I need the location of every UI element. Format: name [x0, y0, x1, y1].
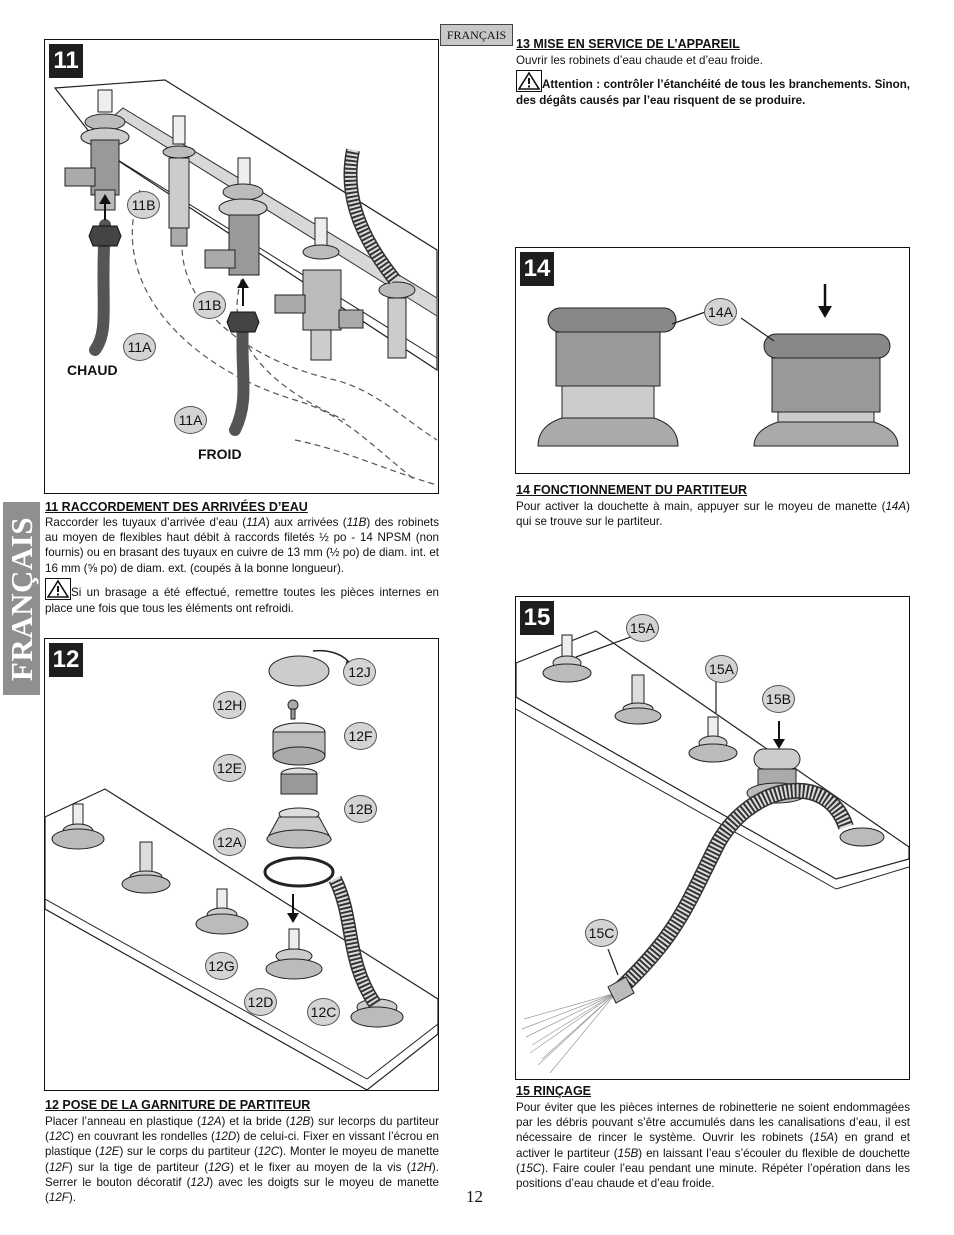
section-11-warning: Si un brasage a été effectué, remettre t… — [45, 578, 439, 617]
label-chaud: CHAUD — [67, 362, 118, 378]
figure-number: 14 — [520, 252, 554, 286]
callout-12j: 12J — [343, 658, 376, 686]
callout-12g: 12G — [205, 952, 238, 980]
side-language-tab: FRANÇAIS — [3, 502, 40, 695]
callout-12b: 12B — [344, 795, 377, 823]
page-number: 12 — [466, 1187, 483, 1206]
figure-11: 11 — [44, 39, 439, 494]
section-12-paragraph: Placer l’anneau en plastique (12A) et la… — [45, 1115, 439, 1205]
figure-number: 12 — [49, 643, 83, 677]
figure-14-illustration — [537, 284, 899, 447]
section-11-paragraph: Raccorder les tuyaux d’arrivée d’eau (11… — [45, 516, 439, 575]
callout-14a: 14A — [704, 298, 737, 326]
warning-icon — [516, 70, 542, 92]
figure-number: 11 — [49, 44, 83, 78]
callout-15a-left: 15A — [626, 614, 659, 642]
callout-12d: 12D — [244, 988, 277, 1016]
callout-11a-left: 11A — [123, 333, 156, 361]
callout-11a-right: 11A — [174, 406, 207, 434]
section-13-paragraph: Ouvrir les robinets d’eau chaude et d’ea… — [516, 54, 763, 67]
figure-number: 15 — [520, 601, 554, 635]
figure-12: 12 — [44, 638, 439, 1091]
section-12-title: 12 POSE DE LA GARNITURE DE PARTITEUR — [45, 1098, 311, 1112]
callout-15c: 15C — [585, 919, 618, 947]
section-15-paragraph: Pour éviter que les pièces internes de r… — [516, 1101, 910, 1191]
callout-12a: 12A — [213, 828, 246, 856]
callout-11b-mid: 11B — [193, 291, 226, 319]
callout-12e: 12E — [213, 754, 246, 782]
figure-12-illustration — [45, 649, 438, 1090]
callout-15a-mid: 15A — [705, 655, 738, 683]
section-13-warning: Attention : contrôler l’étanchéité de to… — [516, 70, 910, 109]
callout-12h: 12H — [213, 691, 246, 719]
side-language-label: FRANÇAIS — [3, 516, 39, 681]
callout-15b: 15B — [762, 685, 795, 713]
callout-12f: 12F — [344, 722, 377, 750]
label-froid: FROID — [198, 446, 242, 462]
section-15-title: 15 RINÇAGE — [516, 1084, 592, 1098]
section-11-title: 11 RACCORDEMENT DES ARRIVÉES D’EAU — [45, 500, 308, 514]
figure-14: 14 14A — [515, 247, 910, 474]
warning-icon — [45, 578, 71, 600]
figure-15-illustration — [516, 630, 909, 1074]
callout-12c: 12C — [307, 998, 340, 1026]
figure-11-illustration — [53, 79, 438, 486]
callout-11b-top: 11B — [127, 191, 160, 219]
section-14-paragraph: Pour activer la douchette à main, appuye… — [516, 500, 910, 529]
section-13-title: 13 MISE EN SERVICE DE L’APPAREIL — [516, 37, 740, 51]
figure-15: 15 — [515, 596, 910, 1080]
section-14-title: 14 FONCTIONNEMENT DU PARTITEUR — [516, 483, 748, 497]
language-tab: FRANÇAIS — [440, 24, 513, 46]
